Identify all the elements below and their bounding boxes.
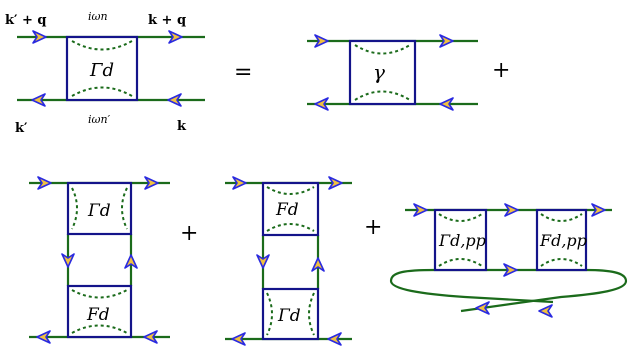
vertex-box bbox=[66, 181, 133, 236]
term2-ladder-diagram: Fd Γd bbox=[225, 176, 352, 346]
vertex-label: Γd,pp bbox=[438, 231, 486, 250]
vertex-label: Fd bbox=[86, 305, 110, 325]
vertex-label: Γd bbox=[87, 201, 111, 221]
plus-sign: + bbox=[180, 221, 198, 246]
plus-sign: + bbox=[364, 215, 382, 240]
momentum-label-k-prime-plus-q: k′ + q bbox=[5, 13, 46, 28]
vertex-box bbox=[66, 284, 133, 339]
vertex-box bbox=[433, 208, 488, 272]
vertex-box bbox=[348, 39, 417, 106]
momentum-label-k-plus-q: k + q bbox=[148, 13, 186, 28]
term1-ladder-diagram: Γd Fd bbox=[29, 176, 170, 344]
term3-particle-particle-diagram: Γd,pp Fd,pp bbox=[389, 203, 628, 318]
vertex-label: γ bbox=[373, 60, 385, 84]
plus-sign: + bbox=[492, 58, 510, 83]
vertex-box bbox=[65, 35, 139, 102]
vertex-label: Fd bbox=[275, 200, 299, 220]
bare-vertex-gamma: γ bbox=[307, 34, 478, 111]
vertex-box bbox=[535, 208, 588, 272]
momentum-label-k-prime: k′ bbox=[15, 121, 28, 136]
vertex-label: Γd bbox=[277, 306, 301, 326]
arrow-left-icon bbox=[538, 304, 553, 318]
vertex-box bbox=[261, 181, 320, 237]
vertex-label: Γd bbox=[89, 60, 114, 81]
frequency-label-n-prime: iωn′ bbox=[88, 113, 111, 126]
vertex-label: Fd,pp bbox=[539, 231, 587, 250]
frequency-label-n: iωn bbox=[88, 10, 108, 23]
equals-sign: = bbox=[234, 60, 252, 85]
lhs-vertex-gamma-d: Γd bbox=[17, 30, 205, 107]
momentum-label-k: k bbox=[177, 119, 187, 134]
vertex-box bbox=[261, 287, 320, 341]
